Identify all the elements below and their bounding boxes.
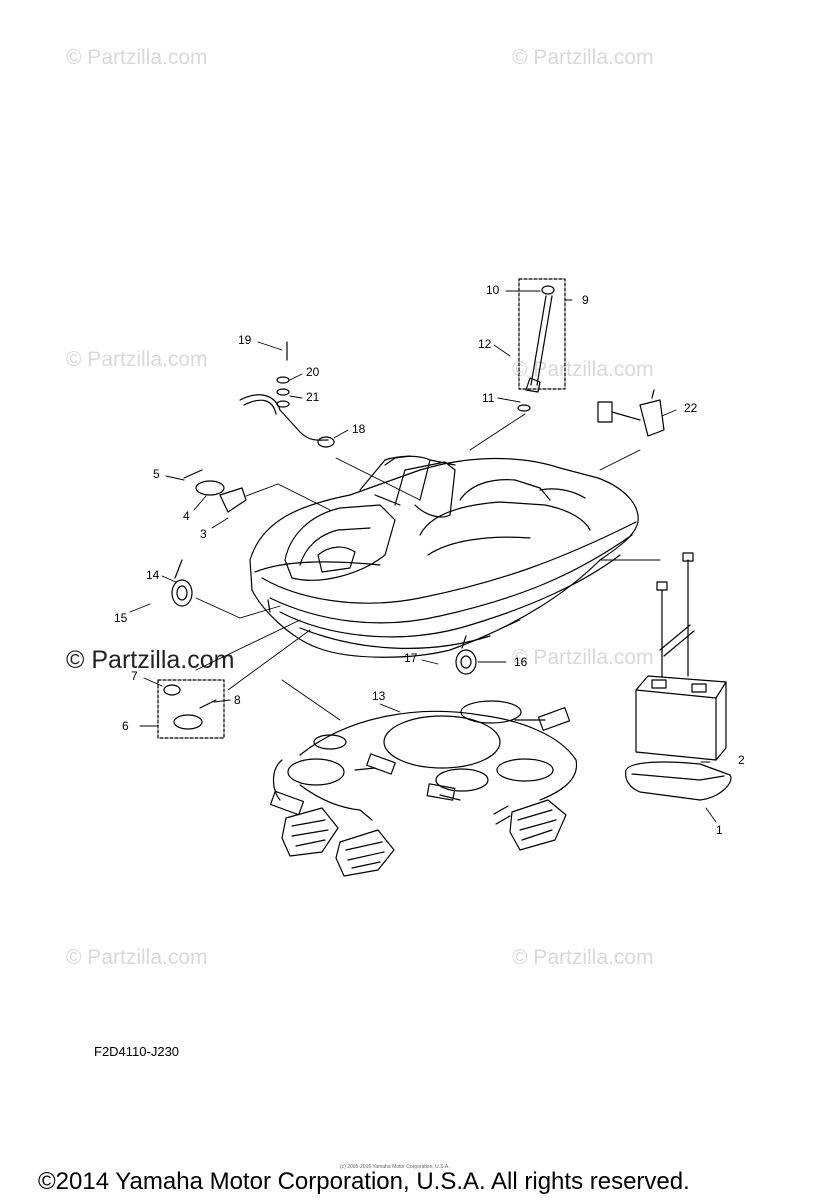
watermark: © Partzilla.com xyxy=(512,358,654,381)
callout-8: 8 xyxy=(234,693,241,707)
antenna-assembly xyxy=(517,278,566,412)
watermark: © Partzilla.com xyxy=(512,646,654,669)
watermark: © Partzilla.com xyxy=(66,946,208,969)
callout-11: 11 xyxy=(482,391,495,405)
callout-12: 12 xyxy=(478,337,492,351)
leader-lines xyxy=(129,290,717,823)
callout-17: 17 xyxy=(404,651,418,665)
watermark: © Partzilla.com xyxy=(66,646,235,674)
callout-21: 21 xyxy=(306,390,320,404)
copyright-notice: ©2014 Yamaha Motor Corporation, U.S.A. A… xyxy=(38,1168,690,1195)
watermark: © Partzilla.com xyxy=(66,348,208,371)
callout-14: 14 xyxy=(146,568,160,582)
callout-1: 1 xyxy=(716,823,723,837)
sensor xyxy=(597,389,665,437)
watermark: © Partzilla.com xyxy=(512,46,654,69)
connectors xyxy=(269,707,571,877)
battery-assembly xyxy=(625,552,732,801)
callout-2: 2 xyxy=(738,753,745,767)
horn xyxy=(171,559,477,675)
callout-20: 20 xyxy=(306,365,320,379)
callout-7: 7 xyxy=(131,669,138,683)
tiny-notice: (c) 2005-2016 Yamaha Motor Corporation, … xyxy=(340,1164,450,1170)
callout-5: 5 xyxy=(153,467,160,481)
callout-19: 19 xyxy=(238,333,252,347)
callout-18: 18 xyxy=(352,422,366,436)
boat-cockpit xyxy=(284,479,591,581)
cable-assembly xyxy=(239,341,335,448)
callout-22: 22 xyxy=(684,401,698,415)
watermark: © Partzilla.com xyxy=(512,946,654,969)
diagram-code: F2D4110-J230 xyxy=(94,1044,180,1059)
watermark: © Partzilla.com xyxy=(66,46,208,69)
callout-4: 4 xyxy=(183,509,190,523)
callout-10: 10 xyxy=(486,283,500,297)
callout-16: 16 xyxy=(514,655,528,669)
tower-windshield xyxy=(359,455,456,518)
callout-9: 9 xyxy=(582,293,589,307)
callout-13: 13 xyxy=(372,689,386,703)
drain-kit xyxy=(157,679,225,739)
boat-hull xyxy=(249,457,639,658)
switch-plate xyxy=(183,469,247,513)
wiring-harness xyxy=(272,700,578,821)
callout-6: 6 xyxy=(122,719,129,733)
callout-3: 3 xyxy=(200,527,207,541)
callout-15: 15 xyxy=(114,611,128,625)
